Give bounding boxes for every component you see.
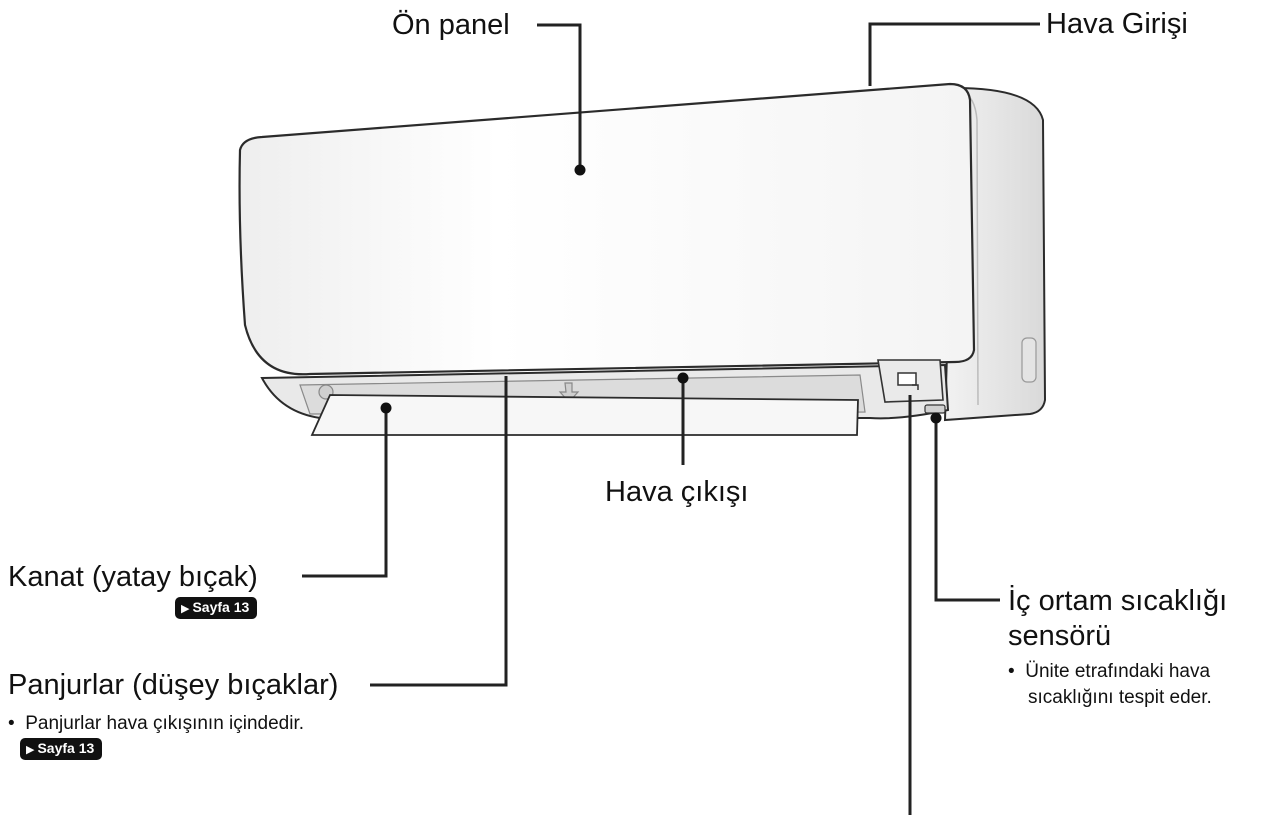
play-arrow-icon: ▶ <box>26 744 35 756</box>
front-panel-label: Ön panel <box>392 9 510 41</box>
receiver-icon-tail <box>912 384 919 390</box>
side-small-panel <box>1021 337 1037 383</box>
leader-flap <box>302 408 388 578</box>
louvers-note-text: Panjurlar hava çıkışının içindedir. <box>25 713 305 734</box>
sensor-label-line1: İç ortam sıcaklığı <box>1008 585 1228 617</box>
louvers-label: Panjurlar (düşey bıçaklar) <box>8 669 339 701</box>
play-arrow-icon: ▶ <box>181 603 190 615</box>
dot-flap <box>380 402 392 414</box>
temperature-sensor <box>924 404 946 414</box>
receiver-icon <box>897 372 917 386</box>
air-outlet-label: Hava çıkışı <box>605 476 749 508</box>
flap-page-text: Sayfa 13 <box>192 599 250 615</box>
sensor-note-text1: Ünite etrafındaki hava <box>1025 661 1211 682</box>
leader-front-panel <box>537 23 582 168</box>
louvers-page-badge[interactable]: ▶Sayfa 13 <box>20 738 103 760</box>
bullet: • <box>8 713 15 734</box>
dot-air-outlet <box>677 372 689 384</box>
sensor-note-line2: sıcaklığını tespit eder. <box>1028 687 1212 708</box>
sensor-note-line1: • Ünite etrafındaki hava <box>1008 660 1210 684</box>
leader-air-inlet <box>868 22 1040 86</box>
leader-sensor <box>934 418 1000 602</box>
louvers-page-text: Sayfa 13 <box>37 740 95 756</box>
air-inlet-label: Hava Girişi <box>1046 8 1188 40</box>
flap-page-badge[interactable]: ▶Sayfa 13 <box>175 597 258 619</box>
flap-label: Kanat (yatay bıçak) <box>8 561 258 593</box>
leader-louvers <box>370 376 508 687</box>
front-panel <box>238 82 976 376</box>
flap-blade <box>310 394 859 436</box>
louvers-note: • Panjurlar hava çıkışının içindedir. <box>8 712 304 736</box>
dot-front-panel <box>574 164 586 176</box>
dot-sensor <box>930 412 942 424</box>
bullet: • <box>1008 661 1015 682</box>
sensor-label-line2: sensörü <box>1008 620 1112 652</box>
